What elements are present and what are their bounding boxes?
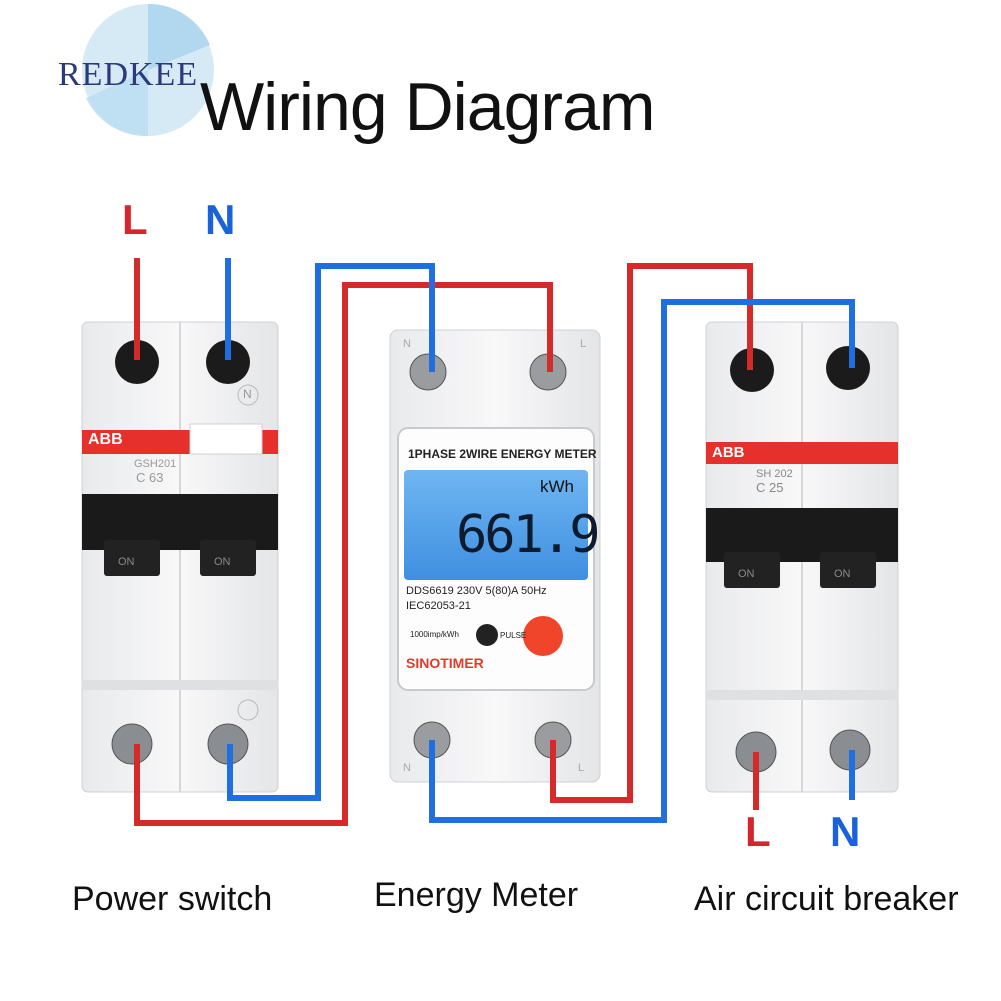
meter-spec-line2: IEC62053-21 bbox=[406, 600, 471, 612]
left-breaker-n-mark: N bbox=[243, 387, 252, 401]
watermark-text: REDKEE bbox=[58, 56, 199, 93]
left-breaker-rating: C 63 bbox=[136, 470, 164, 485]
terminal-label-top-live: L bbox=[122, 196, 148, 243]
meter-red-button bbox=[523, 616, 563, 656]
left-breaker-brand: ABB bbox=[88, 431, 123, 448]
left-breaker-on-label-1: ON bbox=[118, 556, 135, 568]
meter-maker: SINOTIMER bbox=[406, 655, 484, 671]
meter-spec-line1: DDS6619 230V 5(80)A 50Hz bbox=[406, 585, 547, 597]
live-wires bbox=[134, 258, 759, 826]
caption-air-breaker: Air circuit breaker bbox=[694, 880, 959, 918]
neutral-meter-to-breaker-wire bbox=[429, 299, 855, 823]
meter-bottom-n: N bbox=[403, 762, 411, 774]
caption-energy-meter: Energy Meter bbox=[374, 876, 579, 914]
pulse-led bbox=[476, 624, 498, 646]
meter-impulse: 1000imp/kWh bbox=[410, 630, 459, 639]
page-title: Wiring Diagram bbox=[200, 69, 656, 145]
energy-meter bbox=[389, 329, 601, 783]
meter-top-l: L bbox=[580, 338, 587, 350]
meter-top-n: N bbox=[403, 338, 411, 350]
left-breaker-on-label-2: ON bbox=[214, 556, 231, 568]
meter-pulse-label: PULSE bbox=[500, 631, 527, 640]
right-breaker-red-band bbox=[706, 442, 898, 464]
right-breaker-top-terminal-n bbox=[826, 346, 870, 390]
right-breaker-on-label-2: ON bbox=[834, 568, 851, 580]
left-breaker-model: GSH201 bbox=[134, 458, 177, 470]
neutral-wires bbox=[225, 258, 855, 823]
right-breaker-on-label-1: ON bbox=[738, 568, 755, 580]
meter-unit: kWh bbox=[540, 477, 574, 496]
live-switch-to-meter-wire bbox=[134, 282, 553, 826]
meter-bottom-l: L bbox=[578, 762, 585, 774]
right-breaker bbox=[705, 321, 899, 793]
meter-lcd bbox=[404, 470, 588, 580]
right-breaker-brand: ABB bbox=[712, 444, 745, 461]
neutral-switch-to-meter-wire bbox=[227, 263, 435, 801]
right-breaker-model: SH 202 bbox=[756, 468, 793, 480]
terminal-label-bottom-live: L bbox=[745, 808, 771, 855]
terminal-label-bottom-neutral: N bbox=[830, 808, 861, 855]
meter-header: 1PHASE 2WIRE ENERGY METER bbox=[408, 447, 597, 461]
live-meter-to-breaker-wire bbox=[550, 263, 753, 803]
right-breaker-rating: C 25 bbox=[756, 480, 784, 495]
left-breaker-top-terminal-n bbox=[206, 340, 250, 384]
left-breaker bbox=[81, 321, 279, 793]
terminal-label-top-neutral: N bbox=[205, 196, 236, 243]
left-breaker-top-terminal-l bbox=[115, 340, 159, 384]
meter-reading: 661.9 bbox=[456, 505, 601, 565]
caption-power-switch: Power switch bbox=[72, 880, 273, 918]
